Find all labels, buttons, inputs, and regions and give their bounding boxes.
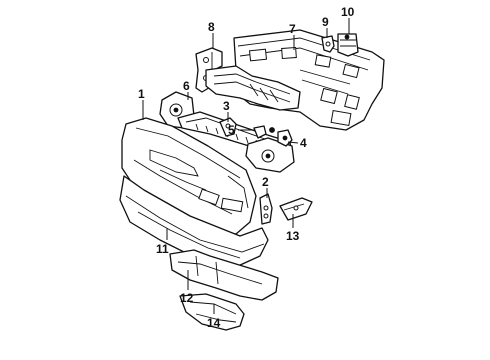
extension-bracket-13 [279,197,313,221]
callout-7: 7 [289,22,296,36]
fastener-5 [253,125,275,139]
callout-14: 14 [207,316,221,330]
side-bracket-2 [259,193,273,225]
lower-valance [119,175,269,267]
energy-absorber [205,65,301,111]
callout-10: 10 [341,5,355,19]
callout-6: 6 [183,79,190,93]
leader-lines [142,18,350,314]
callout-8: 8 [208,20,215,34]
callout-3: 3 [223,99,230,113]
callout-2: 2 [262,175,269,189]
callout-13: 13 [286,229,300,243]
air-deflector [169,249,279,301]
callout-4: 4 [300,136,307,150]
bumper-fascia [121,117,257,235]
right-headlamp-housing [245,137,295,173]
clip-10 [337,33,359,57]
clip-9 [321,35,335,53]
callout-12: 12 [180,291,194,305]
callout-9: 9 [322,15,329,29]
callout-11: 11 [156,242,169,256]
callout-1: 1 [138,87,145,101]
callout-5: 5 [228,123,235,137]
